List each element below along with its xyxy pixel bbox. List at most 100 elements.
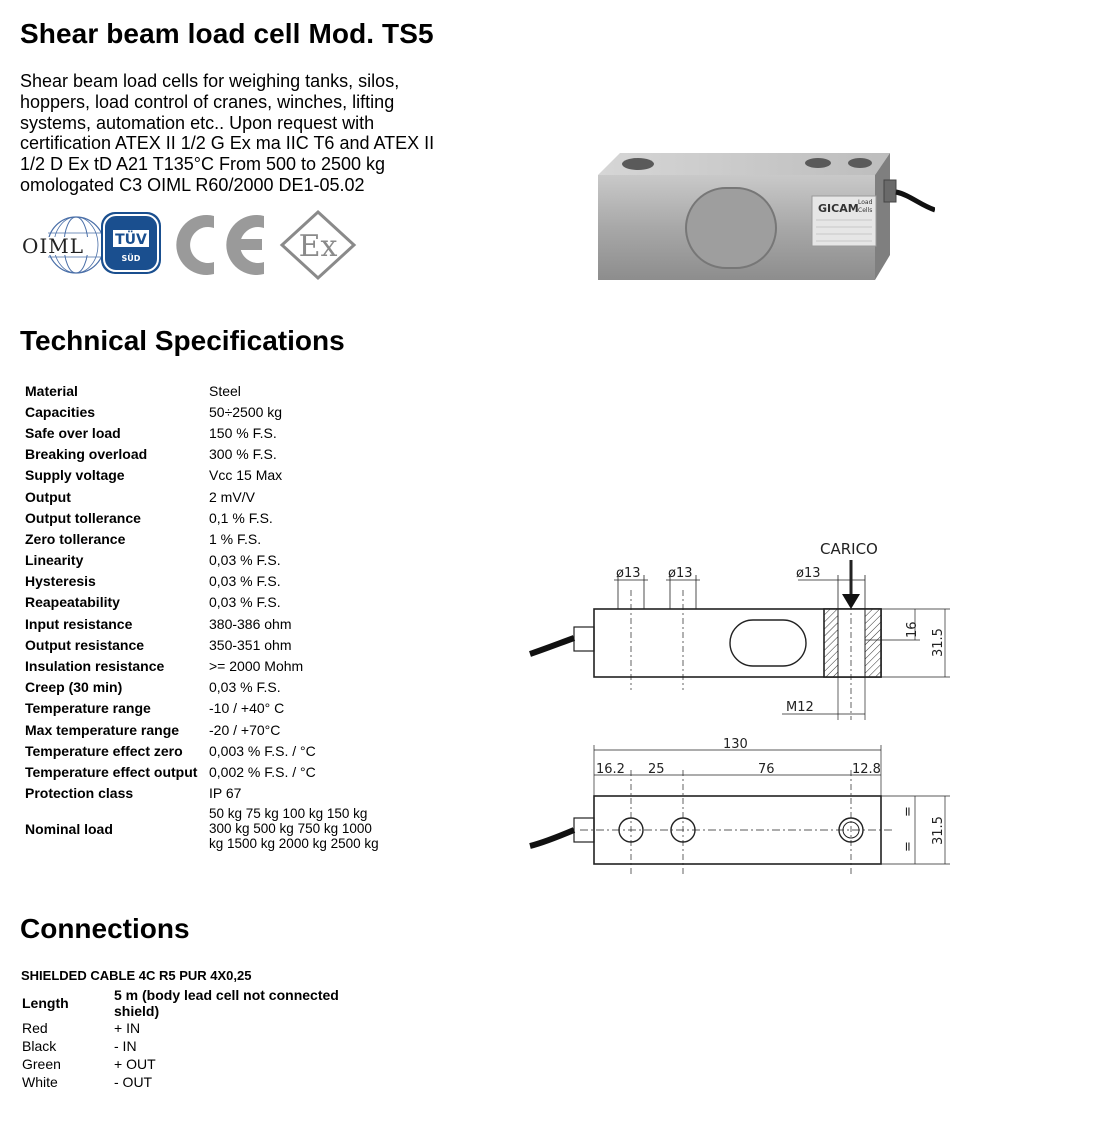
spec-row-nominal-load: Nominal load 50 kg 75 kg 100 kg 150 kg 3… [22, 804, 379, 854]
tuv-sub-text: SÜD [122, 253, 141, 263]
spec-label: Capacities [25, 403, 96, 420]
brand-sub-1: Load [858, 199, 873, 206]
tuv-text: TÜV [115, 230, 147, 248]
wire-signal: + OUT [114, 1056, 156, 1072]
logo-strip: OIML TÜV SÜD Ex [22, 209, 357, 281]
spec-label: Material [25, 382, 78, 399]
oiml-text: OIML [22, 234, 84, 258]
equal-top-label: = [901, 806, 916, 817]
spec-label: Safe over load [25, 424, 121, 441]
dim-12-8-label: 12.8 [852, 762, 881, 777]
spec-label: Nominal load [25, 820, 113, 837]
dim-25-label: 25 [648, 762, 665, 777]
ce-logo [176, 215, 264, 275]
spec-row: Input resistance 380-386 ohm [22, 613, 379, 634]
spec-label: Insulation resistance [25, 658, 165, 675]
connections-table: Length 5 m (body lead cell not connected… [20, 987, 339, 1091]
spec-value: 300 % F.S. [209, 446, 277, 463]
dim-16-label: 16 [905, 621, 920, 638]
spec-row: Hysteresis 0,03 % F.S. [22, 571, 379, 592]
spec-value: -10 / +40° C [209, 700, 285, 717]
spec-label: Max temperature range [25, 721, 180, 738]
dimension-drawing: CARICO ø13 ø13 ø13 16 31.5 M12 130 16.2 … [529, 540, 950, 875]
length-row: Length 5 m (body lead cell not connected… [20, 987, 339, 1019]
spec-label: Breaking overload [25, 446, 148, 463]
brand-label: GICAM [818, 202, 859, 215]
carico-label: CARICO [820, 540, 878, 558]
spec-value: 50÷2500 kg [209, 403, 283, 420]
spec-label: Temperature range [25, 700, 151, 717]
spec-row: Temperature range -10 / +40° C [22, 698, 379, 719]
certification-logos: OIML TÜV SÜD Ex [18, 208, 363, 283]
spec-value: 150 % F.S. [209, 424, 277, 441]
product-photo: GICAM Load Cells [590, 150, 936, 285]
ex-text: Ex [299, 229, 338, 264]
wire-row: Black - IN [20, 1037, 339, 1055]
spec-value: 380-386 ohm [209, 615, 292, 632]
dim-31-5-top-label: 31.5 [931, 628, 946, 657]
spec-value: 0,003 % F.S. / °C [209, 742, 316, 759]
spec-label: Input resistance [25, 615, 133, 632]
thread-label: M12 [786, 700, 814, 715]
wire-row: Green + OUT [20, 1055, 339, 1073]
spec-value: Steel [209, 382, 241, 399]
spec-label: Supply voltage [25, 467, 125, 484]
spec-row: Supply voltage Vcc 15 Max [22, 465, 379, 486]
spec-value: 0,03 % F.S. [209, 573, 281, 590]
page-title: Shear beam load cell Mod. TS5 [20, 18, 434, 49]
connections-title: Connections [20, 913, 190, 944]
spec-value: 1 % F.S. [209, 530, 262, 547]
spec-value: Vcc 15 Max [209, 467, 283, 484]
nominal-load-line: 300 kg 500 kg 750 kg 1000 [209, 821, 372, 837]
spec-value: 0,1 % F.S. [209, 509, 273, 526]
spec-row: Safe over load 150 % F.S. [22, 422, 379, 443]
spec-label: Temperature effect output [25, 763, 198, 780]
spec-value: 0,03 % F.S. [209, 594, 281, 611]
wire-color: White [22, 1074, 58, 1090]
spec-value: IP 67 [209, 785, 242, 802]
wire-signal: - OUT [114, 1074, 153, 1090]
spec-row: Capacities 50÷2500 kg [22, 401, 379, 422]
brand-sub-2: Cells [858, 207, 872, 214]
cable-description: SHIELDED CABLE 4C R5 PUR 4X0,25 [21, 968, 252, 983]
spec-label: Linearity [25, 552, 84, 569]
spec-label: Output tollerance [25, 509, 141, 526]
wire-color: Black [22, 1038, 57, 1054]
spec-value: -20 / +70°C [209, 721, 281, 738]
load-cell-image: GICAM Load Cells [598, 153, 936, 280]
spec-row: Max temperature range -20 / +70°C [22, 719, 379, 740]
nominal-load-value: 50 kg 75 kg 100 kg 150 kg 300 kg 500 kg … [209, 804, 379, 854]
hole-1-label: ø13 [616, 566, 641, 581]
spec-label: Zero tollerance [25, 530, 126, 547]
wire-row: Red+ IN [20, 1019, 339, 1037]
spec-label: Hysteresis [25, 573, 96, 590]
spec-label: Output resistance [25, 636, 145, 653]
spec-row: Zero tollerance 1 % F.S. [22, 528, 379, 549]
total-length-label: 130 [723, 737, 748, 752]
hole-3-label: ø13 [796, 566, 821, 581]
wire-signal: - IN [114, 1038, 137, 1054]
length-label: Length [22, 995, 69, 1011]
oiml-logo: OIML [22, 216, 105, 274]
equal-bottom-label: = [901, 841, 916, 852]
technical-specifications-title: Technical Specifications [20, 325, 345, 356]
spec-label: Temperature effect zero [25, 742, 183, 759]
intro-text: Shear beam load cells for weighing tanks… [20, 71, 435, 195]
spec-row: Temperature effect zero 0,003 % F.S. / °C [22, 740, 379, 761]
wire-row: White - OUT [20, 1073, 339, 1091]
spec-label: Protection class [25, 785, 134, 802]
technical-drawing: CARICO ø13 ø13 ø13 16 31.5 M12 130 16.2 … [520, 530, 960, 890]
spec-value: >= 2000 Mohm [209, 658, 304, 675]
specs-table: Material Steel Capacities 50÷2500 kg Safe … [22, 380, 379, 854]
length-value-line: 5 m (body lead cell not connected [114, 987, 339, 1003]
nominal-load-line: kg 1500 kg 2000 kg 2500 kg [209, 836, 379, 852]
wire-color: Green [22, 1056, 61, 1072]
wire-color: Red [22, 1020, 48, 1036]
dim-31-5-bottom-label: 31.5 [931, 816, 946, 845]
length-value-line: shield) [114, 1003, 160, 1019]
spec-row: Protection class IP 67 [22, 783, 379, 804]
spec-row: Insulation resistance >= 2000 Mohm [22, 655, 379, 676]
spec-label: Creep (30 min) [25, 679, 123, 696]
